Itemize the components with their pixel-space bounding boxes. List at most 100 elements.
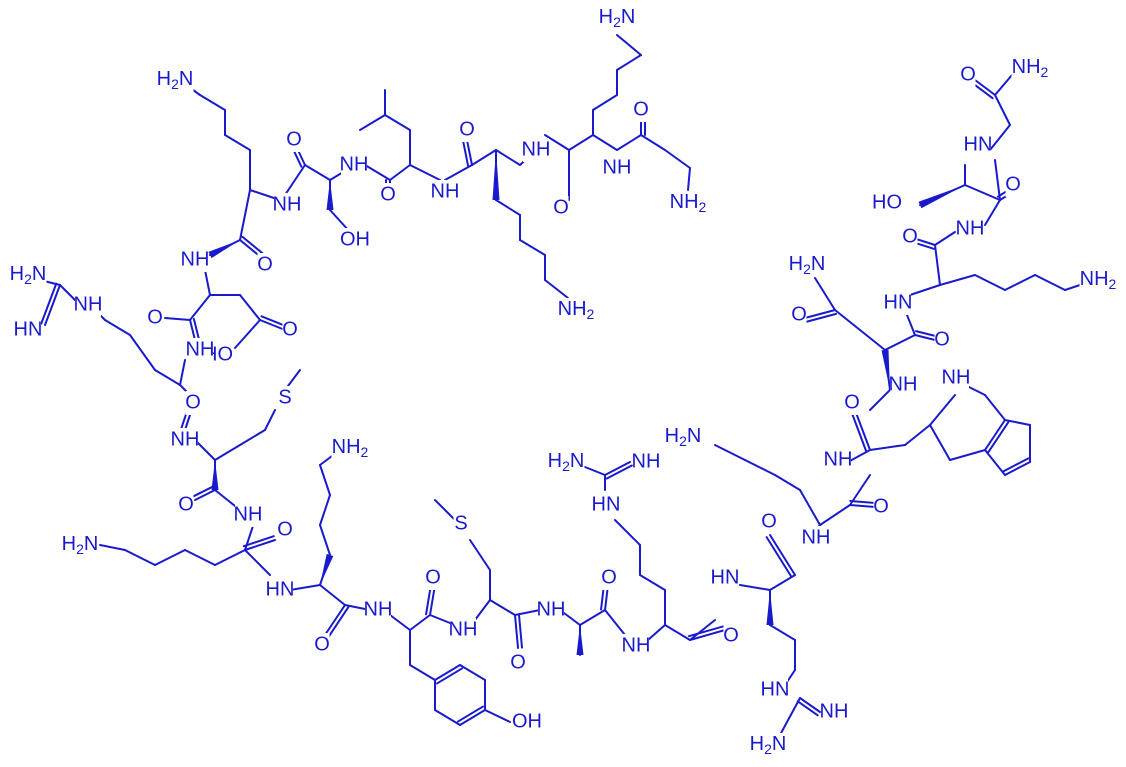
atom-label-background bbox=[432, 180, 458, 204]
atom-label-background bbox=[510, 651, 526, 675]
double-bond-line bbox=[765, 536, 793, 579]
wedge-bond bbox=[492, 150, 500, 200]
atom-label-met1-nh2: NH bbox=[234, 503, 263, 525]
bond-line bbox=[389, 614, 411, 631]
atom-label-background bbox=[178, 493, 194, 517]
bond-line bbox=[819, 504, 851, 526]
atom-label-background bbox=[15, 318, 41, 342]
bond-line bbox=[994, 94, 1011, 126]
atom-label-background bbox=[902, 225, 918, 249]
double-bond-line bbox=[241, 235, 266, 256]
atom-label-background bbox=[342, 228, 368, 252]
bond-line bbox=[434, 499, 456, 521]
bond-line bbox=[514, 614, 519, 649]
bond-line bbox=[616, 34, 642, 56]
bond-line bbox=[779, 697, 801, 736]
double-bond-line bbox=[914, 330, 937, 338]
wedge-bond bbox=[320, 553, 334, 585]
double-bond-line bbox=[971, 82, 994, 100]
double-bond-line bbox=[805, 312, 838, 323]
atom-label-met1-nh: NH bbox=[171, 428, 200, 450]
atom-label-background bbox=[314, 633, 330, 657]
bond-line bbox=[994, 159, 1001, 201]
atom-label-background bbox=[664, 425, 702, 449]
bond-line bbox=[934, 231, 956, 246]
bond-line bbox=[364, 164, 391, 181]
double-bond-line bbox=[849, 500, 877, 505]
bond-line bbox=[224, 134, 251, 151]
bond-line bbox=[904, 424, 931, 446]
bond-line bbox=[544, 279, 569, 299]
atom-label-gly-hn: HN bbox=[964, 133, 993, 155]
bond-line bbox=[239, 189, 251, 241]
atom-label-background bbox=[803, 526, 829, 550]
bond-line bbox=[284, 164, 306, 196]
bond-line bbox=[1034, 274, 1066, 291]
atom-label-background bbox=[286, 128, 302, 152]
double-bond-line bbox=[850, 410, 868, 453]
bond-line bbox=[592, 94, 618, 111]
atom-label-background bbox=[453, 512, 469, 536]
atom-label-background bbox=[885, 291, 911, 315]
atom-label-asp-o: O bbox=[282, 318, 298, 340]
bond-line bbox=[204, 269, 211, 296]
bond-line bbox=[409, 664, 436, 681]
atom-label-background bbox=[749, 733, 787, 757]
atom-label-background bbox=[172, 428, 198, 452]
atom-label-background bbox=[957, 217, 983, 241]
atom-label-trp-o: O bbox=[844, 391, 860, 413]
atom-label-background bbox=[604, 156, 630, 180]
bond-line bbox=[604, 609, 626, 636]
bond-line bbox=[471, 149, 497, 166]
bond-line bbox=[639, 574, 666, 591]
bond-line bbox=[189, 294, 211, 321]
atom-label-ala-o: O bbox=[633, 98, 649, 120]
bond-line bbox=[949, 449, 986, 461]
bond-line bbox=[614, 519, 641, 546]
double-bond-line bbox=[517, 613, 523, 649]
double-bond-line bbox=[796, 700, 819, 717]
bond-line bbox=[489, 599, 516, 616]
bond-line bbox=[459, 709, 486, 726]
wedge-bond bbox=[211, 460, 219, 490]
bond-line bbox=[264, 409, 276, 431]
bond-line bbox=[804, 309, 836, 319]
bond-line bbox=[319, 494, 331, 526]
bond-line bbox=[849, 504, 876, 508]
double-bond-line bbox=[987, 421, 1010, 454]
bond-line bbox=[289, 584, 321, 591]
bond-line bbox=[199, 94, 226, 111]
atom-label-arg3-o: O bbox=[761, 510, 777, 532]
atom-label-lys4-nh: HN bbox=[266, 578, 295, 600]
atom-label-background bbox=[874, 191, 900, 215]
atom-label-lys7-nh2: NH2 bbox=[1080, 268, 1117, 291]
atom-label-met1-o: O bbox=[178, 493, 194, 515]
atom-label-background bbox=[514, 710, 540, 734]
atom-label-thr-o: O bbox=[1005, 173, 1021, 195]
bond-line bbox=[974, 274, 1006, 291]
double-bond-line bbox=[462, 139, 470, 167]
atom-label-background bbox=[156, 68, 194, 92]
atom-label-leu-nh: NH bbox=[340, 153, 369, 175]
bond-line bbox=[1004, 419, 1031, 426]
bond-line bbox=[914, 334, 936, 341]
atom-label-lys1-nh: NH bbox=[522, 138, 551, 160]
bond-line bbox=[664, 624, 691, 641]
atom-label-background bbox=[523, 138, 549, 162]
atom-label-background bbox=[61, 533, 99, 557]
bond-line bbox=[1064, 284, 1081, 291]
bond-line bbox=[909, 284, 941, 296]
atom-label-arg2-o: O bbox=[723, 624, 739, 646]
double-bond-line bbox=[456, 705, 484, 723]
bond-line bbox=[239, 294, 261, 321]
atom-label-background bbox=[825, 448, 851, 472]
wedge-bond bbox=[766, 590, 774, 625]
atom-label-background bbox=[365, 598, 391, 622]
double-bond-line bbox=[605, 464, 633, 480]
bond-line bbox=[1004, 461, 1031, 476]
atom-label-lys6-nh: NH bbox=[802, 526, 831, 548]
bond-line bbox=[984, 394, 1006, 421]
atom-label-gln-o: O bbox=[934, 328, 950, 350]
atom-label-lys3-o: O bbox=[257, 253, 273, 275]
atom-label-lys3-nh2: H2N bbox=[157, 68, 194, 91]
